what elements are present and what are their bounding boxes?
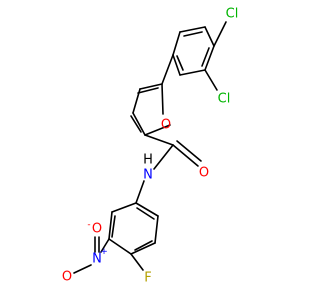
bond-phenyl-double-a: [111, 215, 116, 238]
bond-benzyl-upper-c4-c5: [204, 45, 215, 71]
atom-label-nitrogen-amide: N: [143, 168, 153, 183]
bond-furan-c2-c3: [132, 112, 146, 136]
atom-label-fluorine: F: [144, 271, 151, 286]
bond-phenyl-c3-c4: [108, 238, 132, 255]
bond-benzyl-upper-c5-c6: [179, 69, 206, 76]
bond-c4-cl-top: [213, 21, 227, 47]
atom-label-oxygen-furan: O: [161, 118, 171, 133]
atom-label-oxygen-nitro-top: O: [92, 222, 102, 237]
bond-lines: [73, 21, 227, 274]
bond-furan-c5-o: [161, 83, 164, 115]
bond-benzyl-upper-double-b: [201, 47, 210, 67]
bond-c5-cl-middle: [204, 69, 218, 91]
molecule-structure-diagram: Cl Cl O O N H N + O - O F: [62, 7, 239, 286]
bond-furan-to-carbonyl-c: [144, 134, 174, 146]
bond-furan-o-c2: [144, 124, 171, 136]
atom-label-oxygen-carbonyl: O: [199, 166, 209, 181]
bond-phenyl-c2-c3: [108, 211, 113, 240]
bond-carbonyl-c-o-b: [176, 140, 202, 162]
bond-benzyl-upper-c1-c2: [172, 31, 181, 56]
bond-benzyl-upper-double-c: [176, 55, 184, 71]
bond-phenyl-double-c: [136, 207, 155, 220]
bond-carbonyl-c-o-a: [172, 144, 199, 167]
bond-c3-nitro-n: [100, 238, 110, 253]
bond-upper-ring-to-furan: [161, 54, 174, 85]
bond-phenyl-double-b: [134, 240, 153, 251]
bond-nitro-n-o-bottom: [73, 264, 92, 274]
bond-phenyl-c4-c5: [130, 242, 156, 255]
bond-furan-double-b: [130, 115, 142, 133]
bond-c4-fluorine: [130, 253, 144, 271]
bond-furan-double-a: [137, 87, 159, 94]
charge-label-nitro-nitrogen-plus: +: [100, 247, 108, 257]
bond-phenyl-c6-c1: [135, 202, 159, 217]
bond-furan-c4-c5: [139, 83, 163, 90]
bond-benzyl-upper-double-a: [183, 31, 203, 37]
charge-label-nitro-oxygen-minus: -: [87, 220, 90, 230]
bond-phenyl-c5-c6: [154, 215, 159, 244]
atom-label-chlorine-middle: Cl: [218, 92, 231, 107]
atom-label-chlorine-top: Cl: [226, 7, 239, 22]
bond-benzyl-upper-c3-c4: [204, 26, 215, 47]
bond-phenyl-c1-c2: [111, 202, 137, 213]
bond-n-phenyl-c1: [135, 180, 145, 204]
bond-carbonyl-c-n: [153, 144, 174, 170]
bond-benzyl-upper-c6-c1: [172, 54, 181, 76]
atom-label-nitrogen-nitro: N: [92, 252, 102, 267]
atom-label-oxygen-nitro-bottom: O: [62, 270, 72, 285]
atom-label-hydrogen-amide: H: [143, 153, 153, 168]
bond-benzyl-upper-c2-c3: [179, 26, 206, 33]
